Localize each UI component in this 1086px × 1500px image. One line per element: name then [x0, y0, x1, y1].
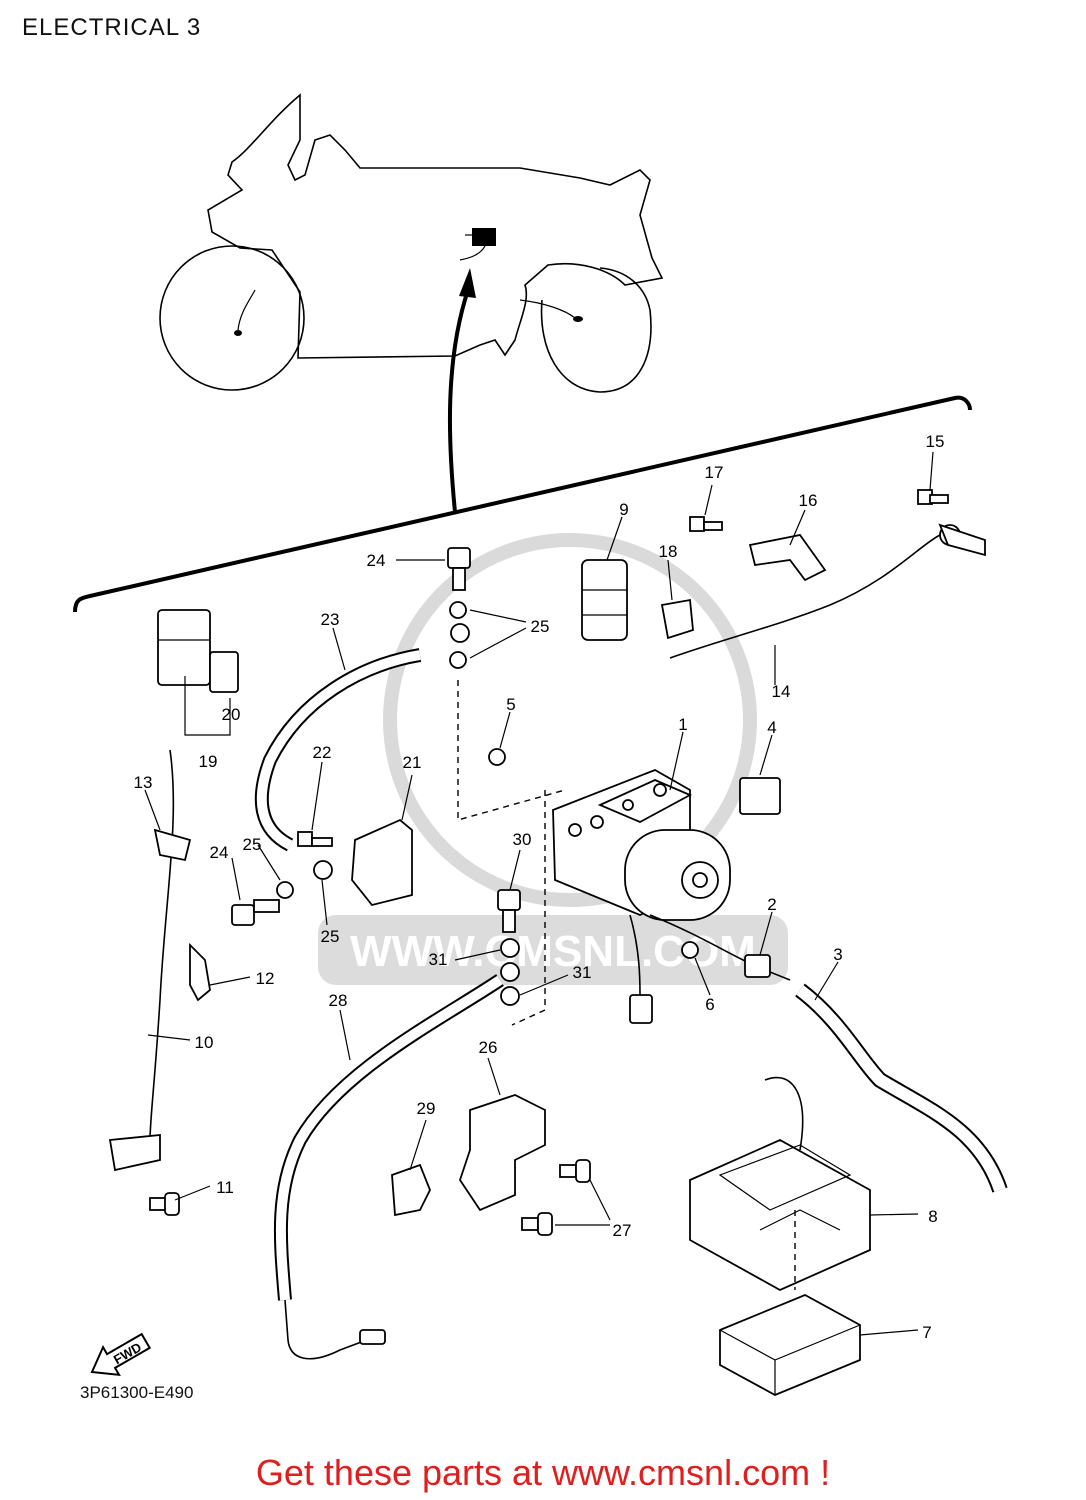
- ecu-cover: [719, 1294, 861, 1396]
- callout-23: 23: [321, 610, 340, 629]
- watermark-logo: WWW.CMSNL.COM: [318, 533, 788, 985]
- clamp-13: [153, 828, 192, 862]
- callout-14: 14: [772, 682, 791, 701]
- callout-10: 10: [195, 1033, 214, 1052]
- callout-31-left: 31: [429, 950, 448, 969]
- callout-3: 3: [833, 945, 842, 964]
- wheel-sensor-11: [108, 1134, 161, 1172]
- callout-18: 18: [659, 542, 678, 561]
- brake-pipe-28: [273, 974, 504, 1360]
- wheel-sensor-lead-14: [669, 534, 941, 659]
- brake-hose-3: [795, 983, 1008, 1193]
- callout-8: 8: [928, 1207, 937, 1226]
- callout-19: 19: [199, 752, 218, 771]
- clamp-12: [189, 942, 211, 1002]
- diagram-code: 3P61300-E490: [80, 1383, 194, 1402]
- abs-ecu: [689, 1076, 871, 1292]
- page-title: ELECTRICAL 3: [22, 14, 202, 41]
- callout-5: 5: [506, 695, 515, 714]
- motorcycle-outline: [159, 93, 664, 393]
- callout-9: 9: [619, 500, 628, 519]
- callout-16: 16: [799, 491, 818, 510]
- abs-hydraulic-unit: [552, 769, 731, 921]
- callout-12: 12: [256, 969, 275, 988]
- callout-22: 22: [313, 743, 332, 762]
- callout-1: 1: [678, 715, 687, 734]
- callout-24-top: 24: [367, 551, 386, 570]
- part-4-cap: [739, 777, 781, 815]
- callout-11: 11: [216, 1178, 234, 1197]
- bracket-26: [459, 1094, 546, 1212]
- callout-28: 28: [329, 991, 348, 1010]
- union-bolt-21: [351, 818, 413, 907]
- detail-bracket: [73, 395, 972, 613]
- bracket-16: [748, 534, 827, 582]
- wheel-sensor-lead-10: [149, 749, 175, 1141]
- callout-30: 30: [513, 830, 532, 849]
- callout-21: 21: [403, 753, 422, 772]
- leader-lines: [144, 451, 934, 1336]
- callout-labels: 1 2 3 4 5 6 7 8 9 10 11 12 13 14 15 16 1…: [134, 432, 945, 1342]
- callout-6: 6: [705, 995, 714, 1014]
- clamp-29: [391, 1163, 431, 1217]
- callout-26: 26: [479, 1038, 498, 1057]
- callout-4: 4: [767, 718, 776, 737]
- callout-29: 29: [417, 1099, 436, 1118]
- callout-27: 27: [613, 1221, 632, 1240]
- location-arrow: [447, 268, 476, 513]
- brake-pipe-23: [254, 648, 422, 852]
- callout-2: 2: [767, 895, 776, 914]
- callout-24-left: 24: [210, 843, 229, 862]
- callout-17: 17: [705, 463, 724, 482]
- fwd-arrow-icon: FWD: [90, 1332, 152, 1377]
- assembly-guides: [457, 680, 796, 1290]
- callout-25-left: 25: [243, 835, 262, 854]
- clamp-18: [660, 598, 694, 640]
- relay-9: [581, 559, 628, 641]
- relay-assembly-19: [157, 609, 239, 693]
- abs-unit-location-icon: [472, 228, 496, 246]
- callout-31-right: 31: [573, 963, 592, 982]
- callout-13: 13: [134, 773, 153, 792]
- callout-7: 7: [922, 1323, 931, 1342]
- callout-25-top: 25: [531, 617, 550, 636]
- callout-20: 20: [222, 705, 241, 724]
- callout-15: 15: [926, 432, 945, 451]
- fasteners: [149, 489, 949, 1345]
- callout-25-bottom: 25: [321, 927, 340, 946]
- promo-link[interactable]: Get these parts at www.cmsnl.com !: [255, 1452, 831, 1493]
